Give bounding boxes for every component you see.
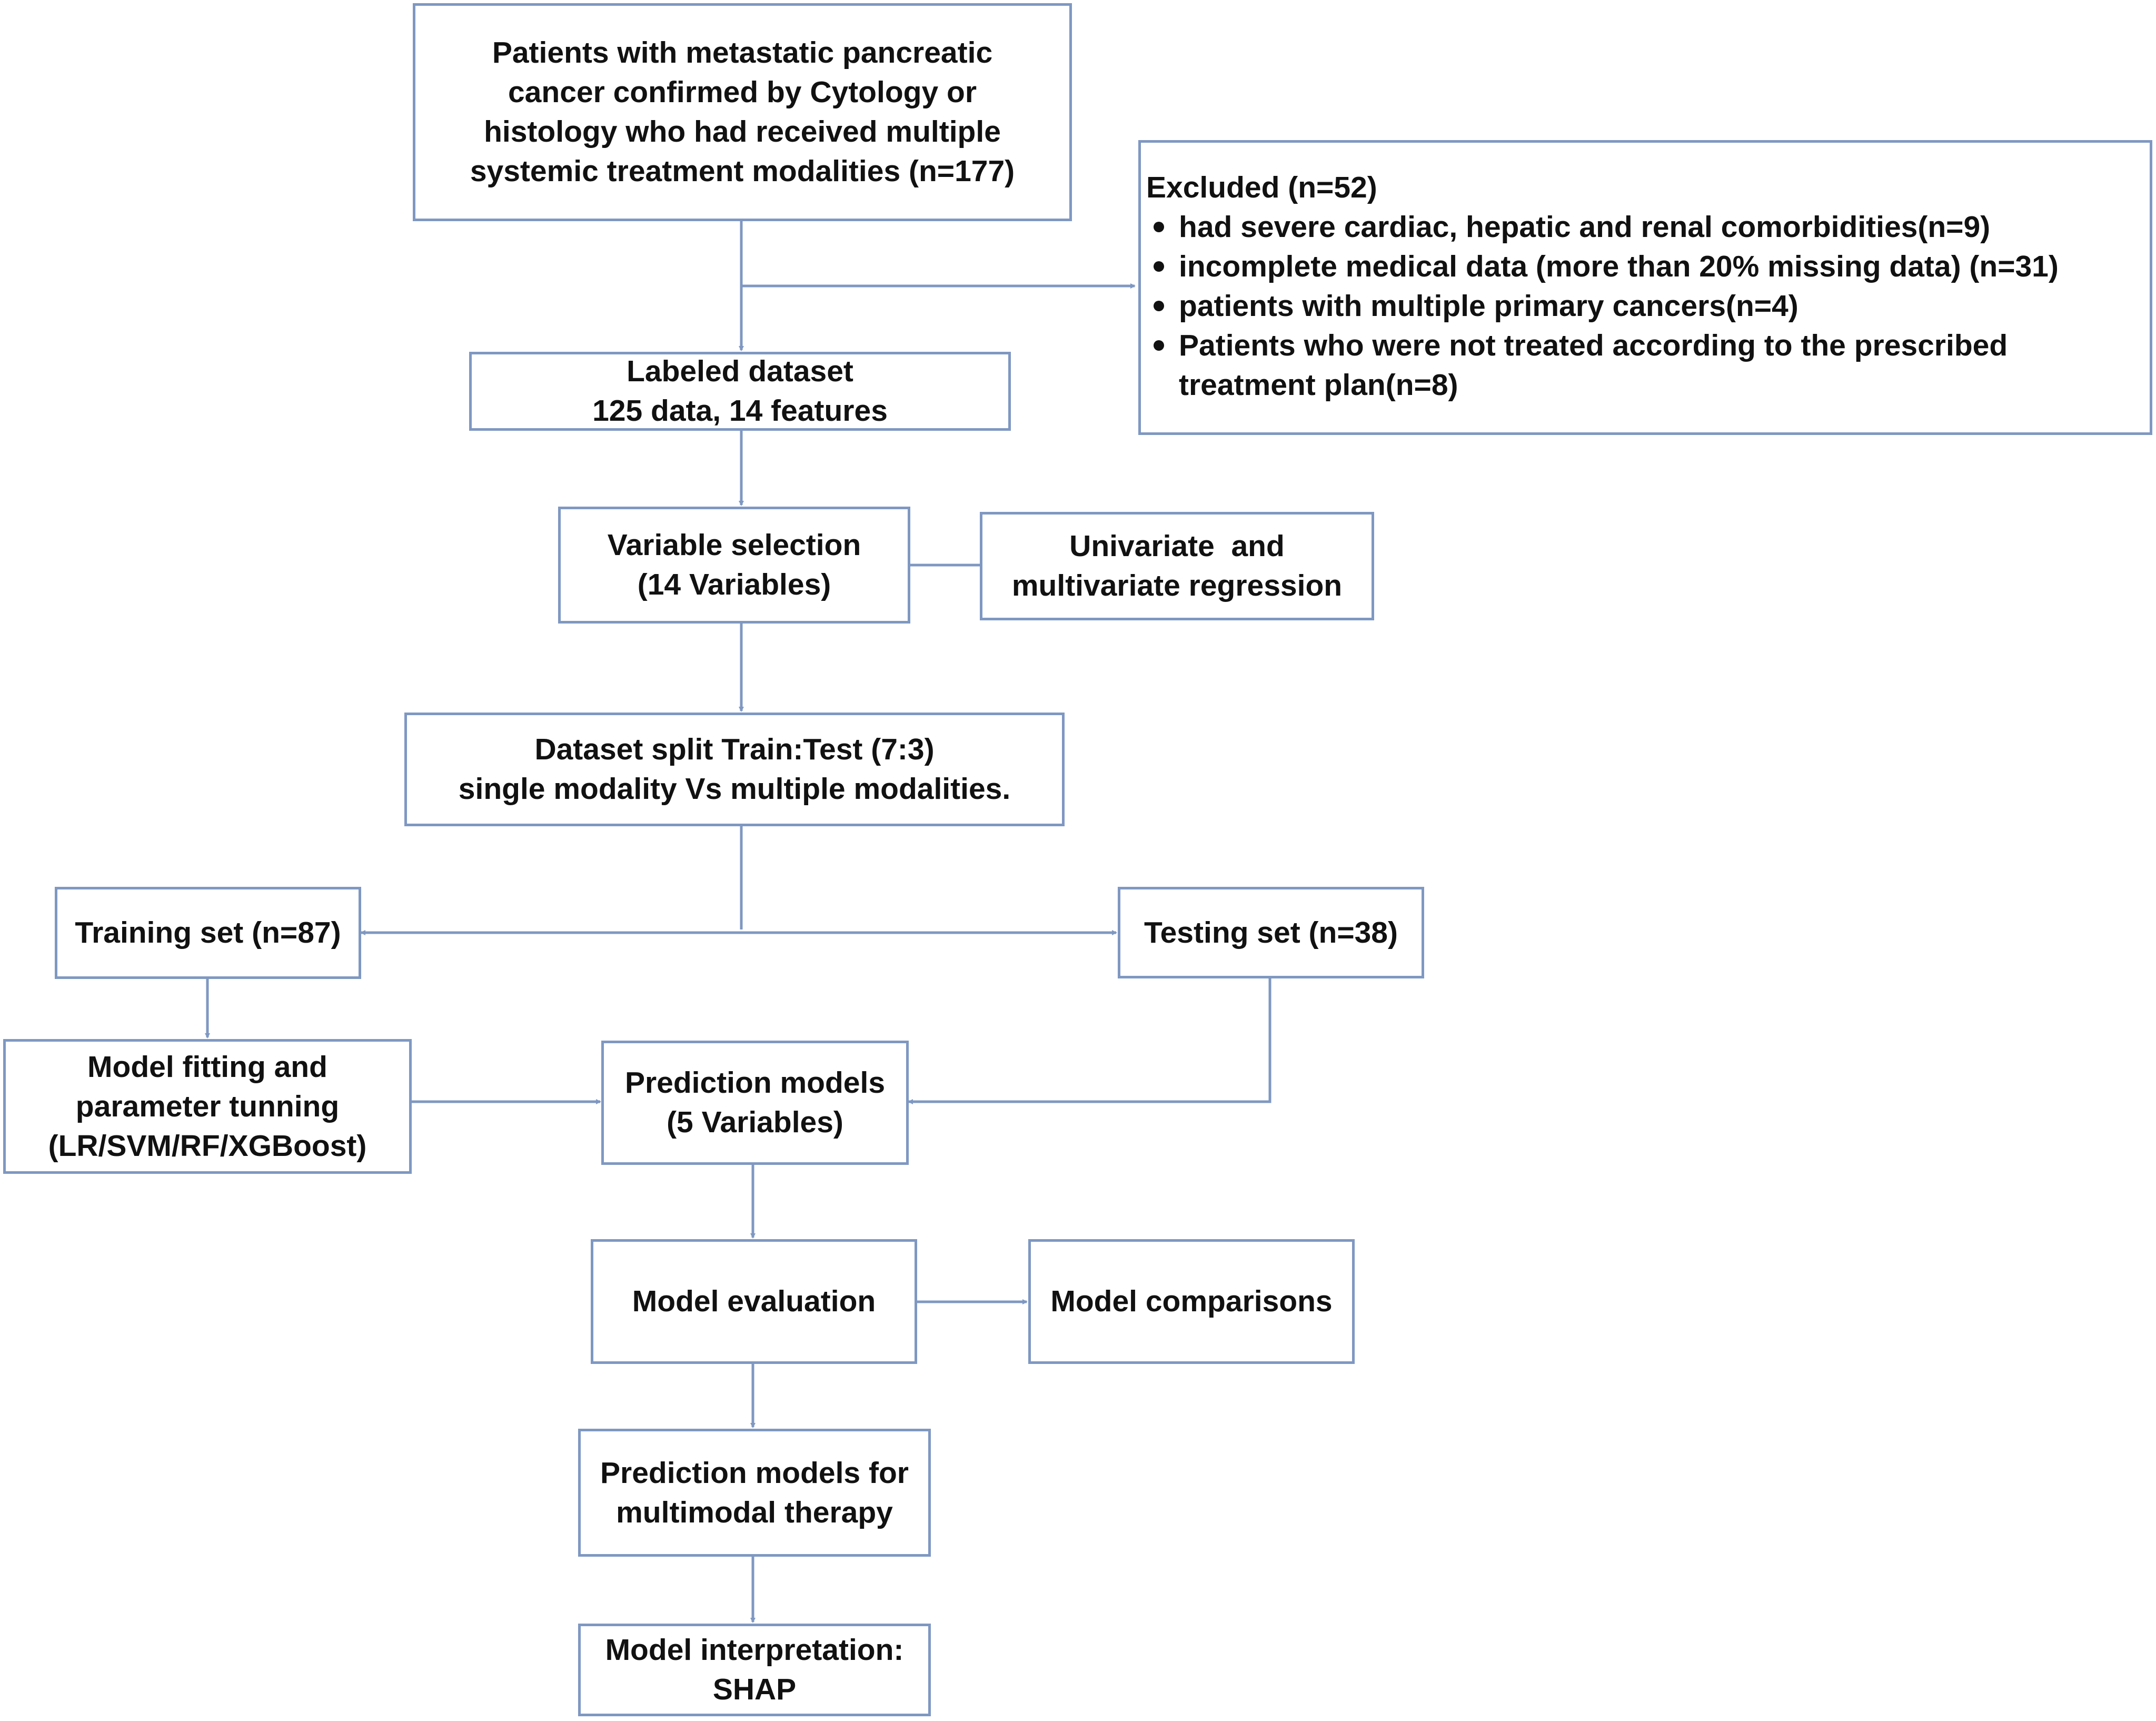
prediction-line: Prediction models [624, 1066, 886, 1100]
model-fitting-box: Model fitting and parameter tunning (LR/… [3, 1039, 412, 1174]
prediction-line: (5 Variables) [667, 1105, 843, 1139]
excluded-item: incomplete medical data (more than 20% m… [1141, 247, 2059, 286]
comparisons-label: Model comparisons [1050, 1284, 1333, 1318]
split-line: Dataset split Train:Test (7:3) [534, 733, 935, 766]
model-interpretation-box: Model interpretation: SHAP [578, 1624, 931, 1716]
fitting-line: Model fitting and [87, 1050, 327, 1084]
regression-box: Univariate and multivariate regression [980, 512, 1374, 620]
dataset-split-box: Dataset split Train:Test (7:3) single mo… [404, 713, 1065, 826]
evaluation-label: Model evaluation [632, 1284, 876, 1318]
interpretation-line: SHAP [712, 1673, 797, 1706]
excluded-list: had severe cardiac, hepatic and renal co… [1141, 207, 2059, 405]
labeled-dataset-box: Labeled dataset 125 data, 14 features [469, 352, 1011, 431]
connector-testing-to-prediction [908, 978, 1271, 1104]
split-line: single modality Vs multiple modalities. [458, 772, 1011, 806]
excluded-item-text: incomplete medical data (more than 20% m… [1179, 250, 2059, 283]
labeled-line: 125 data, 14 features [592, 394, 888, 428]
bullet-icon [1154, 261, 1164, 272]
training-label: Training set (n=87) [75, 916, 341, 949]
testing-set-box: Testing set (n=38) [1118, 887, 1424, 978]
excluded-item-text: patients with multiple primary cancers(n… [1179, 289, 1799, 323]
bullet-icon [1154, 301, 1164, 311]
variable-selection-line: (14 Variables) [637, 568, 831, 601]
multimodal-line: multimodal therapy [616, 1495, 893, 1529]
excluded-title: Excluded (n=52) [1146, 171, 1377, 204]
multimodal-models-box: Prediction models for multimodal therapy [578, 1429, 931, 1557]
interpretation-line: Model interpretation: [605, 1633, 904, 1667]
patients-line: systemic treatment modalities (n=177) [470, 154, 1015, 188]
bullet-icon [1154, 222, 1164, 232]
labeled-line: Labeled dataset [627, 354, 853, 388]
excluded-item-text: treatment plan(n=8) [1179, 368, 1458, 402]
model-evaluation-box: Model evaluation [591, 1239, 917, 1364]
fitting-line: (LR/SVM/RF/XGBoost) [48, 1129, 367, 1163]
patients-box: Patients with metastatic pancreatic canc… [413, 3, 1072, 221]
prediction-models-box: Prediction models (5 Variables) [601, 1041, 909, 1165]
excluded-box: Excluded (n=52) had severe cardiac, hepa… [1138, 140, 2152, 435]
testing-label: Testing set (n=38) [1144, 915, 1398, 949]
excluded-item: patients with multiple primary cancers(n… [1141, 286, 2059, 326]
patients-line: histology who had received multiple [484, 115, 1001, 149]
model-comparisons-box: Model comparisons [1028, 1239, 1355, 1364]
training-set-box: Training set (n=87) [55, 887, 361, 979]
excluded-item-text: had severe cardiac, hepatic and renal co… [1179, 210, 1991, 244]
variable-selection-box: Variable selection (14 Variables) [558, 507, 910, 624]
excluded-item: Patients who were not treated according … [1141, 326, 2059, 405]
excluded-item: had severe cardiac, hepatic and renal co… [1141, 207, 2059, 247]
multimodal-line: Prediction models for [600, 1456, 909, 1490]
patients-line: cancer confirmed by Cytology or [508, 75, 977, 109]
excluded-item-text: Patients who were not treated according … [1179, 329, 2008, 362]
bullet-icon [1154, 340, 1164, 351]
fitting-line: parameter tunning [75, 1089, 340, 1123]
patients-line: Patients with metastatic pancreatic [492, 36, 993, 70]
variable-selection-line: Variable selection [607, 528, 861, 562]
regression-line: multivariate regression [1011, 569, 1343, 602]
regression-line: Univariate and [1069, 529, 1285, 563]
